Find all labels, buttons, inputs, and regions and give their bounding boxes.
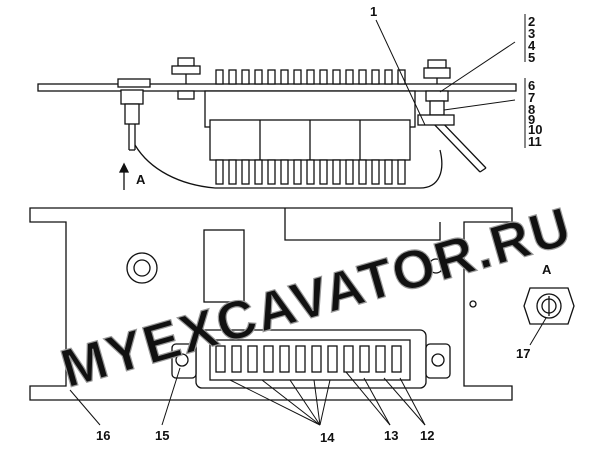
terminal-pin xyxy=(332,159,341,185)
view-arrow xyxy=(118,162,130,190)
callout-16: 16 xyxy=(96,428,110,443)
terminal-pin xyxy=(306,159,315,185)
connector-slot xyxy=(263,345,274,373)
leader-lines xyxy=(69,14,547,426)
view-label-a-top: A xyxy=(136,172,146,187)
connector-slot xyxy=(343,345,354,373)
terminal-tooth xyxy=(293,69,302,85)
terminal-teeth-top xyxy=(215,69,406,85)
terminal-pin xyxy=(397,159,406,185)
terminal-tooth xyxy=(384,69,393,85)
left-sensor xyxy=(117,78,216,189)
callout-11: 11 xyxy=(528,134,542,149)
callout-7: 7 xyxy=(528,90,535,105)
connector-slot xyxy=(247,345,258,373)
callout-12: 12 xyxy=(420,428,434,443)
terminal-pin xyxy=(267,159,276,185)
terminal-tooth xyxy=(254,69,263,85)
terminal-pin xyxy=(254,159,263,185)
terminal-block xyxy=(204,90,416,161)
connector-slot xyxy=(295,345,306,373)
callout-17: 17 xyxy=(516,346,530,361)
terminal-tooth xyxy=(332,69,341,85)
callout-4: 4 xyxy=(528,38,536,53)
terminal-pin xyxy=(384,159,393,185)
callout-14: 14 xyxy=(320,430,335,445)
callout-1: 1 xyxy=(370,4,377,19)
stud-left xyxy=(171,57,201,100)
callout-9: 9 xyxy=(528,112,535,127)
terminal-tooth xyxy=(267,69,276,85)
terminal-teeth-bottom xyxy=(215,159,406,185)
terminal-tooth xyxy=(241,69,250,85)
connector-slot xyxy=(215,345,226,373)
terminal-tooth xyxy=(215,69,224,85)
callout-10: 10 xyxy=(528,122,542,137)
terminal-tooth xyxy=(397,69,406,85)
switch-end-view xyxy=(523,287,575,325)
stud-right xyxy=(417,59,455,126)
callout-15: 15 xyxy=(155,428,169,443)
connector-slot xyxy=(311,345,322,373)
terminal-tooth xyxy=(371,69,380,85)
terminal-tooth xyxy=(280,69,289,85)
terminal-pin xyxy=(358,159,367,185)
terminal-pin xyxy=(319,159,328,185)
terminal-pin xyxy=(280,159,289,185)
terminal-tooth xyxy=(345,69,354,85)
terminal-pin xyxy=(293,159,302,185)
terminal-pin xyxy=(215,159,224,185)
connector-slot xyxy=(359,345,370,373)
terminal-pin xyxy=(371,159,380,185)
connector-slot xyxy=(391,345,402,373)
terminal-pin xyxy=(345,159,354,185)
terminal-tooth xyxy=(358,69,367,85)
callout-13: 13 xyxy=(384,428,398,443)
callout-3: 3 xyxy=(528,26,535,41)
connector-slots xyxy=(215,345,402,373)
terminal-tooth xyxy=(319,69,328,85)
callout-2: 2 xyxy=(528,14,535,29)
plate-edge-view xyxy=(37,83,517,92)
terminal-tooth xyxy=(228,69,237,85)
callout-8: 8 xyxy=(528,102,535,117)
connector-slot xyxy=(375,345,386,373)
connector-slot xyxy=(231,345,242,373)
terminal-pin xyxy=(228,159,237,185)
view-label-a-side: A xyxy=(542,262,552,277)
terminal-tooth xyxy=(306,69,315,85)
connector-slot xyxy=(327,345,338,373)
connector-slot xyxy=(279,345,290,373)
terminal-pin xyxy=(241,159,250,185)
callout-5: 5 xyxy=(528,50,535,65)
callout-6: 6 xyxy=(528,78,535,93)
